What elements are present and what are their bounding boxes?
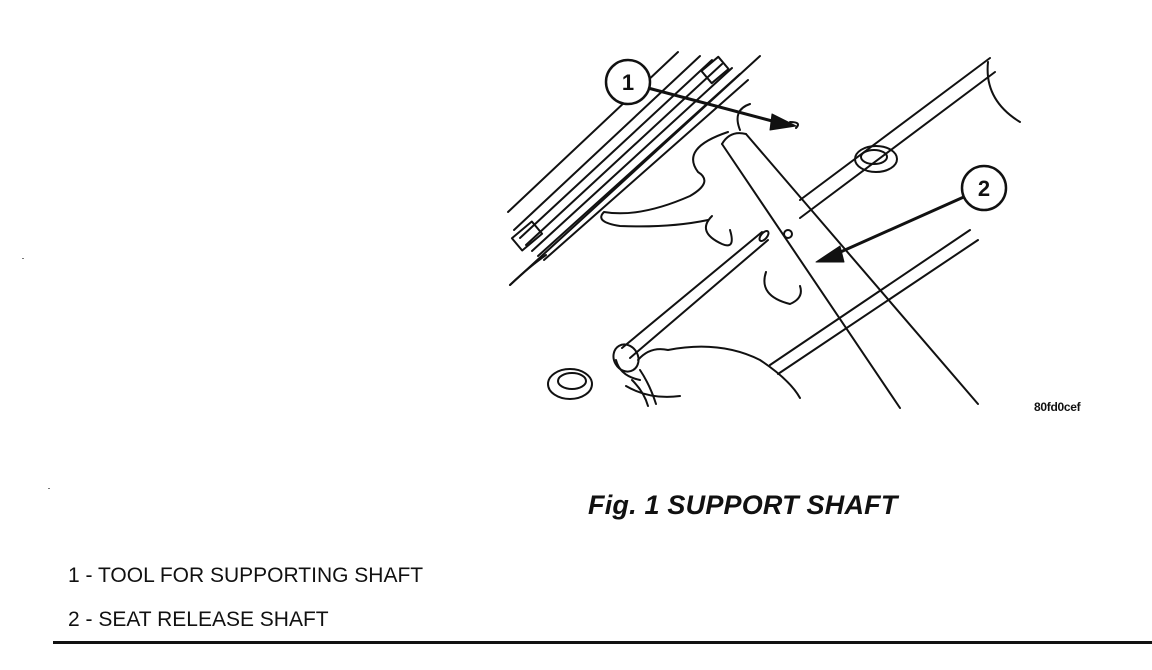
section-divider [53, 641, 1152, 644]
figure-code: 80fd0cef [1034, 400, 1081, 414]
seat-track-rail [507, 51, 761, 286]
scan-speck [22, 258, 24, 259]
figure-caption: Fig. 1 SUPPORT SHAFT [588, 490, 898, 520]
support-tool-rod [612, 230, 770, 407]
leader-arrows [646, 86, 968, 263]
callout-1: 1 [604, 58, 652, 106]
callout-2: 2 [960, 164, 1008, 212]
support-shaft-illustration: 1 2 [500, 40, 1100, 420]
callout-2-number: 2 [978, 176, 990, 201]
callout-1-number: 1 [622, 70, 634, 95]
legend-item-1: 1 - TOOL FOR SUPPORTING SHAFT [68, 564, 424, 587]
legend-list: 1 - TOOL FOR SUPPORTING SHAFT 2 - SEAT R… [68, 562, 423, 650]
seat-frame-panel [547, 57, 1021, 400]
scan-speck [48, 488, 50, 489]
legend-item-2: 2 - SEAT RELEASE SHAFT [68, 608, 329, 631]
seat-release-shaft [721, 132, 979, 409]
